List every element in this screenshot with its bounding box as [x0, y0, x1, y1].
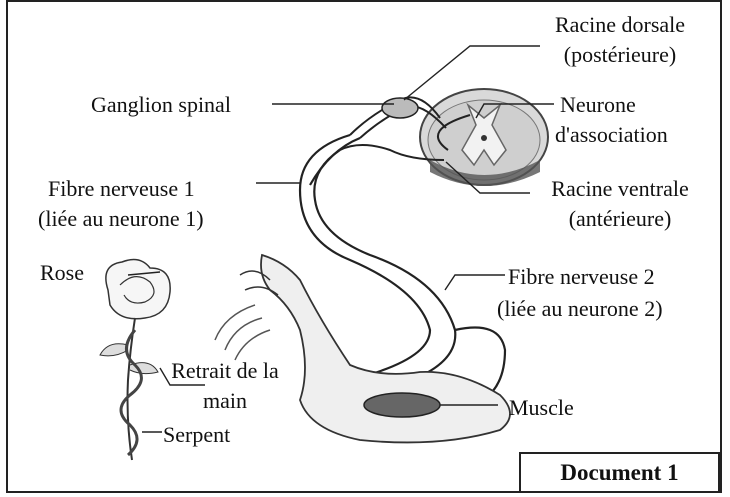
label-racine-dorsale-sub: (postérieure) — [520, 42, 720, 68]
ganglion-spinal — [382, 98, 418, 118]
muscle-shape — [364, 393, 440, 417]
document-title: Document 1 — [560, 460, 678, 486]
label-retrait-main: Retrait de la — [160, 358, 290, 384]
label-racine-ventrale-sub: (antérieure) — [520, 206, 720, 232]
document-title-box: Document 1 — [519, 452, 720, 493]
label-racine-ventrale: Racine ventrale — [520, 176, 720, 202]
label-racine-dorsale: Racine dorsale — [520, 12, 720, 38]
label-fibre-nerveuse-1: Fibre nerveuse 1 — [48, 176, 195, 202]
label-serpent: Serpent — [163, 422, 230, 448]
label-muscle: Muscle — [509, 395, 574, 421]
label-neurone-association-sub: d'association — [555, 122, 668, 148]
label-fibre-nerveuse-1-sub: (liée au neurone 1) — [38, 206, 204, 232]
motion-arcs — [215, 305, 270, 360]
label-fibre-nerveuse-2: Fibre nerveuse 2 — [508, 264, 655, 290]
label-retrait-main-sub: main — [160, 388, 290, 414]
arm-and-hand — [240, 255, 510, 442]
label-ganglion-spinal: Ganglion spinal — [91, 92, 231, 118]
label-neurone-association: Neurone — [560, 92, 636, 118]
label-rose: Rose — [40, 260, 84, 286]
label-fibre-nerveuse-2-sub: (liée au neurone 2) — [497, 296, 663, 322]
